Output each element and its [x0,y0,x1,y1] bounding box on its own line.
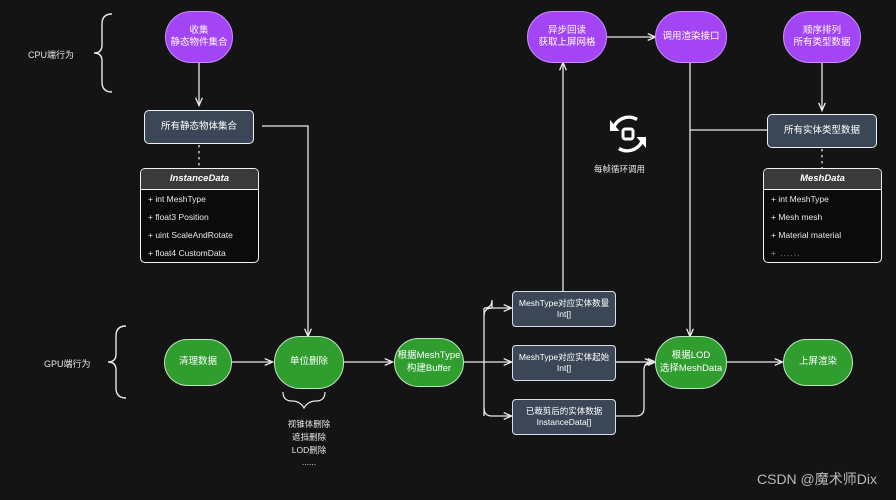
uml-mesh-data-row: + int MeshType [771,194,829,204]
lane-label-cpu: CPU端行为 [28,50,75,60]
uml-instance-data-row: + uint ScaleAndRotate [148,230,233,240]
uml-instance-data-row: + int MeshType [148,194,206,204]
databox-meshtype-entity-count[interactable]: MeshType对应实体数量 Int[] [512,291,616,327]
uml-mesh-data-title: MeshData [764,169,881,190]
node-call-render-api[interactable]: 调用渲染接口 [655,11,727,63]
node-present-render[interactable]: 上屏渲染 [783,339,853,386]
node-build-buffer[interactable]: 根据MeshType 构建Buffer [394,338,464,387]
loop-refresh-icon [604,110,652,158]
databox-meshtype-entity-start[interactable]: MeshType对应实体起始 Int[] [512,345,616,381]
node-sort-all-types[interactable]: 顺序排列 所有类型数据 [783,11,861,63]
databox-clipped-instance-data[interactable]: 已裁剪后的实体数据 InstanceData[] [512,399,616,435]
lane-label-gpu: GPU端行为 [44,359,91,369]
uml-instance-data-title: InstanceData [141,169,258,190]
uml-mesh-data-row: + Material material [771,230,842,240]
node-unit-cull[interactable]: 单位删除 [274,336,344,389]
cull-methods-caption: 视锥体删除 遮挡删除 LOD删除 ...... [287,419,331,468]
databox-all-static-objects[interactable]: 所有静态物体集合 [144,103,261,144]
uml-instance-data-row: + float4 CustomData [148,248,226,258]
uml-mesh-data: MeshData + int MeshType + Mesh mesh + Ma… [763,168,882,263]
csdn-watermark: CSDN @魔术师Dix [757,471,877,487]
node-async-readback[interactable]: 异步回读 获取上屏网格 [527,11,607,63]
databox-all-entity-types[interactable]: 所有实体类型数据 [767,107,884,148]
uml-mesh-data-row: + ...... [771,248,801,258]
uml-instance-data-row: + float3 Position [148,212,209,222]
node-lod-select-meshdata[interactable]: 根据LOD 选择MeshData [655,336,727,389]
uml-instance-data: InstanceData + int MeshType + float3 Pos… [140,168,259,263]
node-clean-data[interactable]: 清理数据 [164,339,232,386]
node-collect-static-objects[interactable]: 收集 静态物件集合 [165,11,233,63]
loop-label: 每帧循环调用 [594,164,646,174]
uml-mesh-data-row: + Mesh mesh [771,212,823,222]
